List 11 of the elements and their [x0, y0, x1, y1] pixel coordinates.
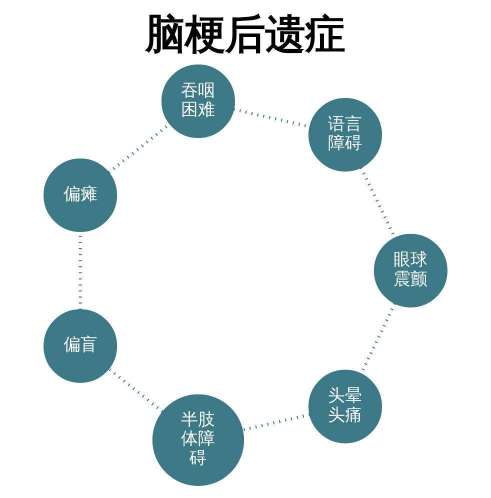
node-circle: 偏瘫	[44, 158, 118, 232]
connector	[108, 122, 170, 174]
node-circle: 半肢体障碍	[152, 394, 244, 486]
node-circle: 眼球震颤	[374, 234, 448, 308]
node-circle: 偏盲	[44, 309, 118, 383]
node-circle: 吞咽困难	[161, 64, 235, 138]
connector	[108, 368, 164, 413]
diagram-title: 脑梗后遗症	[145, 10, 346, 58]
node-circle: 头晕头痛	[308, 370, 382, 444]
node-circle: 语言障碍	[308, 98, 382, 172]
connector	[242, 413, 310, 432]
